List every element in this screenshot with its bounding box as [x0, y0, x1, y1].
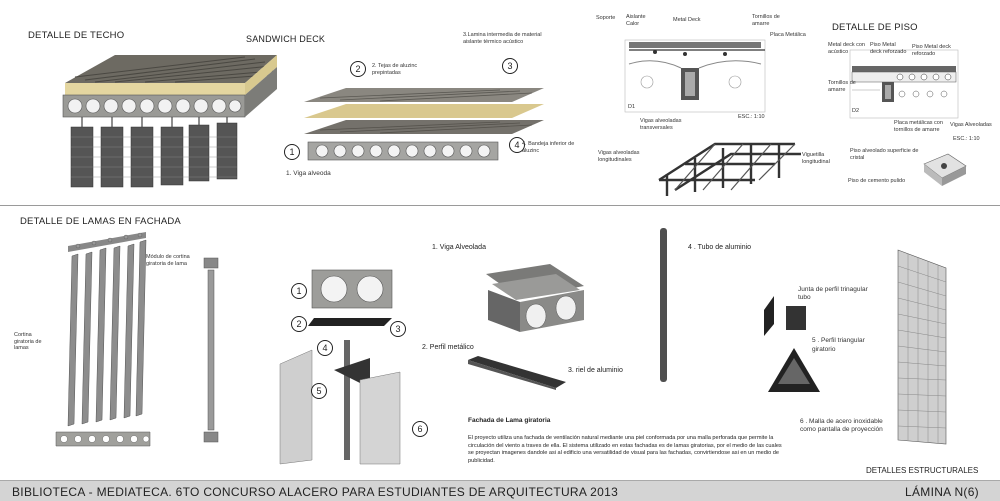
label-malla: 6 . Malla de acero inoxidable como panta…	[800, 418, 883, 433]
lama-exploded-drawing	[279, 269, 401, 465]
label-tubo-aluminio: 4 . Tubo de aluminio	[688, 244, 752, 251]
viga-alveolada-drawing	[486, 264, 584, 332]
label-tornillos: Tornillos de amarre	[752, 14, 780, 27]
callout-4: 4	[509, 137, 525, 153]
callout-2: 2	[350, 61, 366, 77]
perfil-triangular-drawing	[764, 296, 820, 392]
fachada-description: El proyecto utiliza una fachada de venti…	[468, 435, 782, 464]
label-piso-tornillos: Tornillos de amarre	[828, 80, 856, 93]
fachada-title: Fachada de Lama giratoria	[468, 417, 551, 424]
label-placas-metalicas: Placa metálicas con tornillos de amarre	[894, 120, 943, 133]
label-vigas-alveoladas: Vigas Alveoladas	[950, 122, 992, 128]
footer-project-title: BIBLIOTECA - MEDIATECA. 6TO CONCURSO ALA…	[12, 485, 619, 499]
lamas-section-title: DETALLE DE LAMAS EN FACHADA	[20, 216, 181, 227]
label-aislante: Aislante Calor	[626, 14, 646, 27]
label-lamina-intermedia: 3.Lamina intermedia de material aislante…	[463, 32, 542, 45]
label-bandeja: 4. Bandeja inferior de aluzinc	[522, 141, 575, 154]
malla-acero-drawing	[897, 249, 947, 445]
label-cortina: Cortina giratoria de lamas	[14, 332, 42, 351]
structural-frame-drawing	[658, 142, 801, 196]
label-viga-alveoda: 1. Viga alveoda	[286, 170, 331, 177]
label-junta: Junta de perfil trinagular	[798, 286, 868, 293]
callout-lama-6: 6	[412, 421, 428, 437]
label-perfil-triangular: 5 . Perfil triangular	[812, 337, 865, 344]
perfil-metalico-drawing	[468, 356, 566, 390]
label-piso-metal-2: Piso Metal deck reforzado	[912, 44, 951, 57]
label-viguetilla: Viguetilla longitudinal	[802, 152, 830, 165]
callout-lama-3: 3	[390, 321, 406, 337]
section-divider	[0, 205, 1000, 206]
label-piso-cemento: Piso de cemento pulido	[848, 178, 906, 184]
callout-lama-4: 4	[317, 340, 333, 356]
piso-cristal-drawing	[923, 153, 967, 186]
footer-sheet-number: LÁMINA N(6)	[905, 485, 979, 499]
label-longitudinales: Vigas alveoladas longitudinales	[598, 150, 640, 163]
label-tejas: 2. Tejas de aluzinc prepintadas	[372, 63, 418, 76]
roof-layers-drawing	[304, 88, 544, 161]
label-transversales: Vigas alveoladas transversales	[640, 118, 682, 131]
label-modulo-cortina: Módulo de cortina giratoria de lama	[146, 254, 190, 267]
label-soporte: Soporte	[596, 15, 616, 21]
footer-bar: BIBLIOTECA - MEDIATECA. 6TO CONCURSO ALA…	[0, 480, 1000, 501]
label-piso-metal-deck: Metal deck con acústico	[828, 42, 865, 55]
callout-3: 3	[502, 58, 518, 74]
label-giratorio: giratorio	[812, 346, 836, 353]
sandwich-deck-label: SANDWICH DECK	[246, 34, 326, 44]
tubo-aluminio-drawing	[660, 228, 667, 382]
lama-module-drawing	[203, 257, 219, 443]
label-esc-d1: ESC.: 1:10	[738, 114, 765, 120]
label-tubo-2: tubo	[798, 294, 811, 301]
callout-1: 1	[284, 144, 300, 160]
callout-lama-2: 2	[291, 316, 307, 332]
label-metal-deck: Metal Deck	[673, 17, 701, 23]
callout-lama-5: 5	[311, 383, 327, 399]
label-piso-metal: Piso Metal deck reforzado	[870, 42, 907, 55]
lamas-facade-drawing	[55, 232, 151, 447]
label-riel-aluminio: 3. riel de aluminio	[568, 367, 623, 374]
label-viga-alveolada: 1. Viga Alveolada	[432, 244, 486, 251]
label-d1: D1	[628, 104, 636, 110]
piso-section-title: DETALLE DE PISO	[832, 22, 918, 33]
label-perfil-metalico: 2. Perfil metálico	[422, 344, 474, 351]
techo-section-title: DETALLE DE TECHO	[28, 30, 125, 41]
callout-lama-1: 1	[291, 283, 307, 299]
sandwich-deck-drawing	[62, 55, 277, 188]
label-piso-alveolado: Piso alveolado superficie de cristal	[850, 148, 919, 161]
label-esc-d2: ESC.: 1:10	[953, 136, 980, 142]
piso-detail-drawing	[849, 49, 959, 119]
detalles-estructurales-title: DETALLES ESTRUCTURALES	[866, 466, 979, 475]
label-d2: D2	[852, 108, 860, 114]
metal-deck-detail	[624, 39, 766, 113]
label-placa-metalica: Placa Metálica	[770, 32, 806, 38]
